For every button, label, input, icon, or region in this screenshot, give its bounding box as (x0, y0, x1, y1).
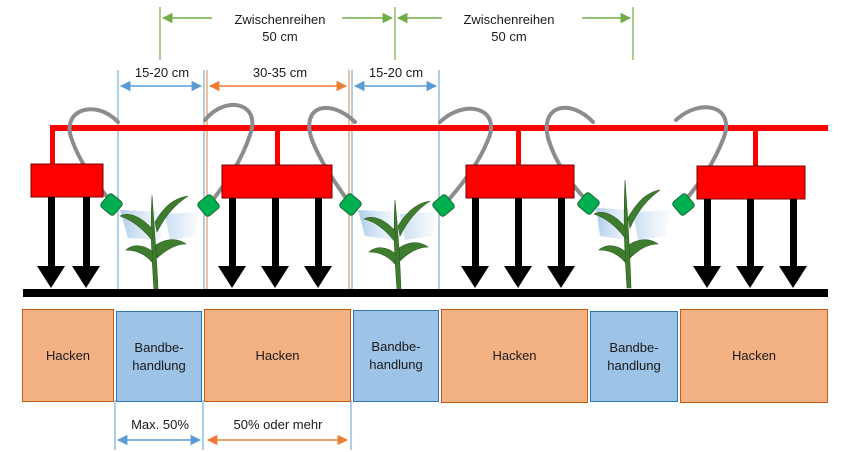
crop-plant (363, 199, 431, 291)
hoe-unit (461, 164, 575, 288)
top-dimension-label-line2: 50 cm (491, 29, 527, 44)
strip-label: Hacken (731, 348, 777, 363)
top-dimension-label-line1: Zwischenreihen (234, 12, 326, 27)
top-dimension-label: Zwischenreihen 50 cm (449, 11, 569, 45)
strip-label: Hacken (45, 347, 91, 363)
strip-hacken: Hacken (680, 309, 828, 403)
top-dimension-lines (159, 7, 634, 60)
strip-bandbehandlung: Bandbe- handlung (116, 311, 202, 402)
top-dimension-label-line1: Zwischenreihen (463, 12, 555, 27)
mid-dimension-label: 15-20 cm (368, 65, 424, 80)
strip-label: Bandbe- handlung (132, 339, 186, 373)
hoe-unit (693, 165, 807, 288)
strip-label: Hacken (255, 347, 300, 363)
implement-frame (50, 125, 828, 167)
strip-label: Hacken (492, 348, 537, 363)
strip-hacken: Hacken (204, 309, 351, 402)
ground-line (23, 289, 828, 297)
bottom-dimension-arrows (114, 400, 352, 450)
spray-nozzles (100, 192, 695, 217)
top-dimension-label: Zwischenreihen 50 cm (220, 11, 340, 45)
spray-hoses (67, 103, 728, 207)
hoe-unit (30, 163, 104, 288)
strip-bandbehandlung: Bandbe- handlung (353, 310, 439, 402)
strip-hacken: Hacken (441, 309, 588, 403)
mid-dimension-label: 30-35 cm (252, 65, 308, 80)
crop-plant (593, 179, 661, 289)
bottom-dimension-label: 50% oder mehr (233, 417, 323, 432)
hoe-unit (218, 164, 333, 288)
strip-label: Bandbe- handlung (607, 339, 661, 373)
strip-bandbehandlung: Bandbe- handlung (590, 311, 678, 402)
reference-lines (117, 70, 440, 290)
strip-hacken: Hacken (22, 309, 114, 402)
bottom-dimension-label: Max. 50% (131, 417, 189, 432)
crop-plant (119, 194, 189, 291)
strip-label: Bandbe- handlung (369, 339, 423, 372)
top-dimension-label-line2: 50 cm (262, 29, 298, 44)
mid-dimension-label: 15-20 cm (134, 65, 190, 80)
